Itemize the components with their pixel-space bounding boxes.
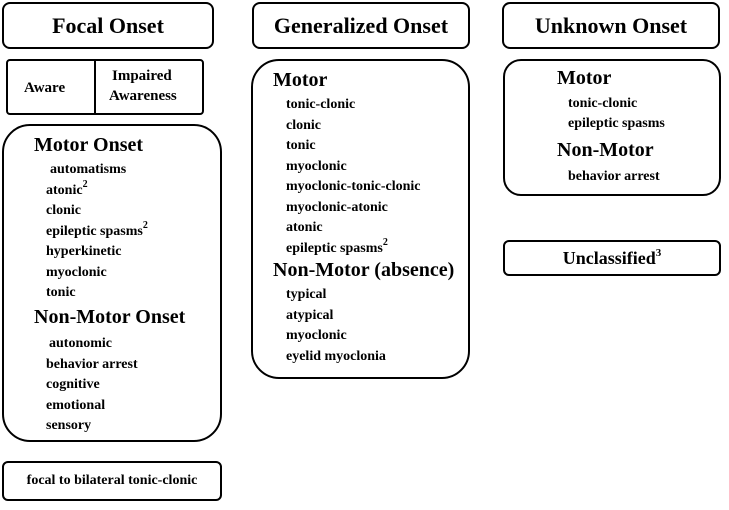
footnote-marker: 2 <box>382 236 388 248</box>
unclassified-label: Unclassified3 <box>562 246 662 268</box>
focal-onset-header: Focal Onset <box>2 2 214 49</box>
focal-to-bilateral-label: focal to bilateral tonic-clonic <box>26 473 198 488</box>
impaired-awareness-line1: Impaired <box>112 68 172 84</box>
generalized-onset-header: Generalized Onset <box>252 2 470 49</box>
focal-onset-box: Motor Onset automatisms atonic2 clonic e… <box>2 124 222 442</box>
focal-non-motor-item: emotional <box>46 397 106 413</box>
unknown-non-motor-list: behavior arrest <box>568 169 660 185</box>
focal-non-motor-item: behavior arrest <box>46 356 138 372</box>
focal-motor-item: tonic <box>46 285 76 300</box>
unknown-onset-header: Unknown Onset <box>502 2 720 49</box>
unknown-non-motor-item: behavior arrest <box>568 169 660 184</box>
generalized-non-motor-item: typical <box>286 287 327 302</box>
awareness-box: Aware Impaired Awareness <box>6 59 204 115</box>
generalized-motor-item: tonic-clonic <box>286 97 356 112</box>
unknown-motor-title: Motor <box>557 67 612 89</box>
generalized-motor-title: Motor <box>273 69 328 91</box>
unknown-onset-box: Motor tonic-clonic epileptic spasms Non-… <box>503 59 721 196</box>
unknown-non-motor-title: Non-Motor <box>557 139 654 161</box>
focal-non-motor-item: sensory <box>46 418 92 433</box>
unknown-onset-title: Unknown Onset <box>534 12 688 38</box>
focal-motor-item: myoclonic <box>46 264 107 280</box>
impaired-awareness-line2: Awareness <box>109 88 177 104</box>
unknown-motor-list: tonic-clonic epileptic spasms <box>568 96 665 136</box>
aware-label: Aware <box>24 80 66 96</box>
generalized-non-motor-list: typical atypical myoclonic eyelid myoclo… <box>286 287 386 369</box>
focal-motor-onset-title: Motor Onset <box>34 134 144 156</box>
focal-non-motor-list: autonomic behavior arrest cognitive emot… <box>46 336 138 439</box>
unclassified-box: Unclassified3 <box>503 240 721 276</box>
generalized-motor-item: myoclonic-atonic <box>286 199 388 215</box>
generalized-motor-item: myoclonic-tonic-clonic <box>286 179 421 194</box>
focal-onset-title: Focal Onset <box>52 12 164 38</box>
generalized-motor-item: atonic <box>286 220 323 235</box>
focal-motor-list: automatisms atonic2 clonic epileptic spa… <box>46 162 148 306</box>
generalized-onset-title: Generalized Onset <box>273 12 449 38</box>
focal-non-motor-onset-title: Non-Motor Onset <box>34 306 186 328</box>
generalized-motor-item: clonic <box>286 117 321 133</box>
focal-motor-item: clonic <box>46 203 81 218</box>
awareness-divider <box>94 61 96 113</box>
generalized-motor-item: epileptic spasms2 <box>286 236 388 256</box>
unknown-motor-item: tonic-clonic <box>568 96 638 111</box>
unknown-motor-item: epileptic spasms <box>568 116 665 131</box>
footnote-marker: 3 <box>655 246 662 259</box>
generalized-non-motor-item: atypical <box>286 307 334 323</box>
generalized-motor-item: myoclonic <box>286 158 347 174</box>
generalized-onset-box: Motor tonic-clonic clonic tonic myocloni… <box>251 59 470 379</box>
focal-motor-item: automatisms <box>50 162 127 177</box>
focal-non-motor-item: cognitive <box>46 377 100 392</box>
generalized-motor-item: tonic <box>286 138 316 153</box>
focal-motor-item: atonic2 <box>46 178 88 198</box>
focal-non-motor-item: autonomic <box>49 336 112 351</box>
focal-to-bilateral-box: focal to bilateral tonic-clonic <box>2 461 222 501</box>
footnote-marker: 2 <box>82 178 88 190</box>
footnote-marker: 2 <box>142 219 148 231</box>
generalized-motor-list: tonic-clonic clonic tonic myoclonic myoc… <box>286 97 421 261</box>
focal-motor-item: hyperkinetic <box>46 244 122 259</box>
generalized-non-motor-title: Non-Motor (absence) <box>273 259 455 281</box>
focal-motor-item: epileptic spasms2 <box>46 219 148 239</box>
generalized-non-motor-item: myoclonic <box>286 328 347 343</box>
generalized-non-motor-item: eyelid myoclonia <box>286 348 386 364</box>
